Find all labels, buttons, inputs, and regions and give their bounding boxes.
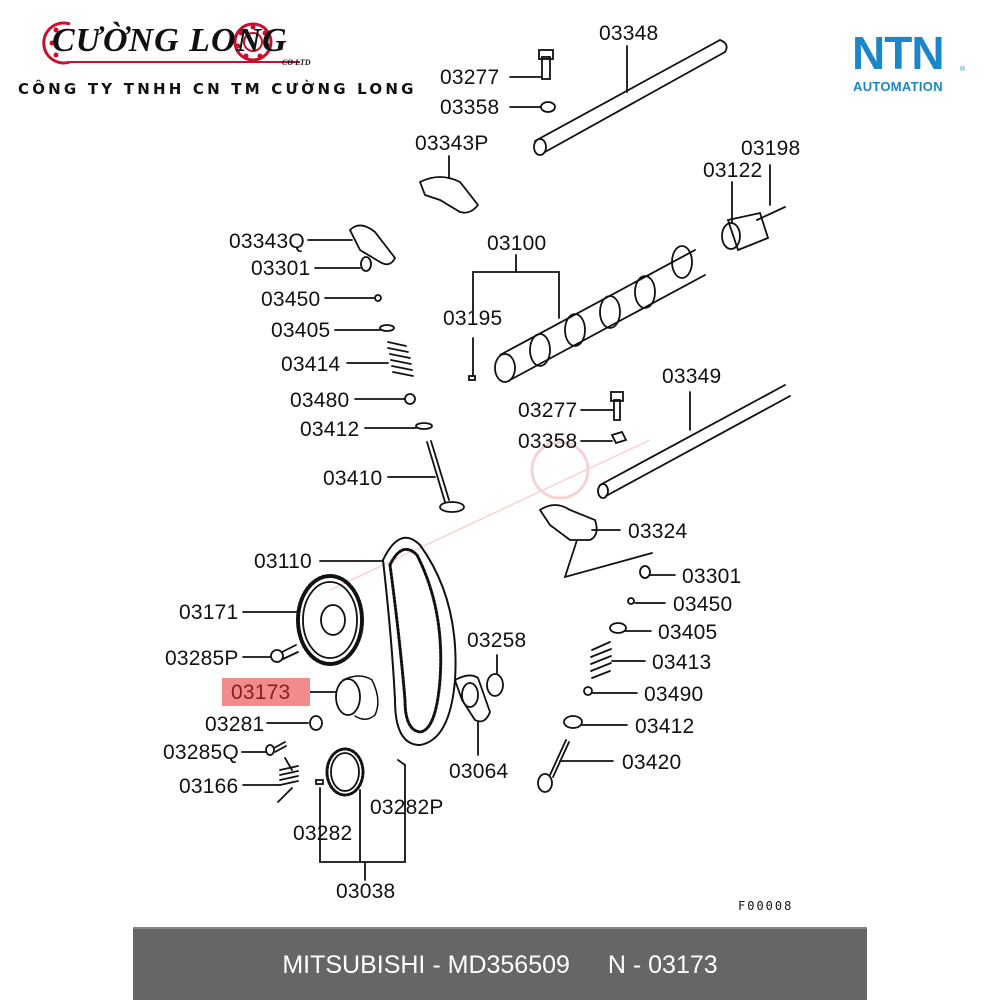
- timing-belt-03110: [381, 536, 457, 747]
- part-label: 03281: [205, 713, 265, 736]
- part-label: 03343P: [415, 132, 489, 155]
- part-label: 03198: [741, 137, 801, 160]
- tensioner-pulley-03173: [335, 678, 361, 716]
- separator: -: [432, 951, 441, 979]
- part-label: 03301: [682, 565, 742, 588]
- part-label: 03171: [179, 601, 239, 624]
- ntn-part-number: 03173: [648, 951, 718, 979]
- part-label: 03301: [251, 257, 311, 280]
- crankshaft-sprocket-03038: [325, 747, 365, 797]
- highlight-box: [222, 678, 310, 706]
- highlighted-part-label: 03173: [231, 681, 291, 704]
- part-label: 03410: [323, 467, 383, 490]
- part-label: 03348: [599, 22, 659, 45]
- part-label: 03358: [440, 96, 500, 119]
- ntn-prefix: N: [607, 951, 626, 979]
- ntn-logo-subtitle: AUTOMATION: [853, 79, 943, 94]
- rocker-shaft-03348: [533, 39, 728, 156]
- part-label: 03405: [658, 621, 718, 644]
- part-label: 03405: [271, 319, 331, 342]
- valve-spring-03413: [590, 641, 612, 679]
- part-label: 03450: [673, 593, 733, 616]
- valve-03420: [537, 739, 570, 793]
- part-label: 03480: [290, 389, 350, 412]
- ntn-registered-mark: ®: [960, 66, 966, 73]
- manufacturer: MITSUBISHI: [282, 951, 426, 979]
- separator: -: [632, 951, 642, 979]
- oem-part-number: MD356509: [447, 951, 570, 979]
- part-label: 03064: [449, 760, 509, 783]
- part-label: 03282: [293, 822, 353, 845]
- part-label: 03343Q: [229, 230, 305, 253]
- part-label: 03450: [261, 288, 321, 311]
- part-label: 03277: [440, 66, 500, 89]
- ntn-logo: NTN: [852, 27, 945, 79]
- part-label: 03285Q: [163, 741, 239, 764]
- part-label: 03166: [179, 775, 239, 798]
- part-label: 03110: [254, 550, 312, 573]
- part-label: 03412: [300, 418, 360, 441]
- camshaft-03100: [494, 245, 706, 383]
- part-label: 03420: [622, 751, 682, 774]
- rocker-shaft-03349: [597, 384, 791, 499]
- valve-spring-03414: [387, 341, 414, 377]
- part-label: 03285P: [165, 647, 239, 670]
- part-label: 03122: [703, 159, 763, 182]
- brand-bearing-logo-icon: [42, 21, 300, 65]
- part-label: 03195: [443, 307, 503, 330]
- part-label: 03258: [467, 629, 527, 652]
- part-label: 03038: [336, 880, 396, 903]
- brand-logo-suffix: CO LTD: [282, 58, 311, 67]
- tensioner-bracket-03064: [453, 674, 491, 723]
- company-full-name: CÔNG TY TNHH CN TM CƯỜNG LONG: [18, 80, 417, 98]
- figure-code: F00008: [738, 899, 794, 913]
- part-label: 03490: [644, 683, 704, 706]
- part-label: 03412: [635, 715, 695, 738]
- part-label: 03282P: [370, 796, 444, 819]
- tensioner-spring-03166: [277, 757, 299, 803]
- part-label: 03100: [487, 232, 547, 255]
- part-label: 03277: [518, 399, 578, 422]
- part-label: 03324: [628, 520, 688, 543]
- camshaft-sprocket-03171: [296, 574, 364, 666]
- part-label: 03413: [652, 651, 712, 674]
- footer-bar: MITSUBISHI - MD356509 N - 03173: [133, 927, 867, 1000]
- part-label: 03349: [662, 365, 722, 388]
- brand-logo-text: CƯỜNG LONG: [52, 22, 288, 59]
- part-label: 03414: [281, 353, 341, 376]
- part-label: 03358: [518, 430, 578, 453]
- footer-part-info: MITSUBISHI - MD356509 N - 03173: [133, 951, 867, 980]
- valve-03410: [426, 440, 465, 513]
